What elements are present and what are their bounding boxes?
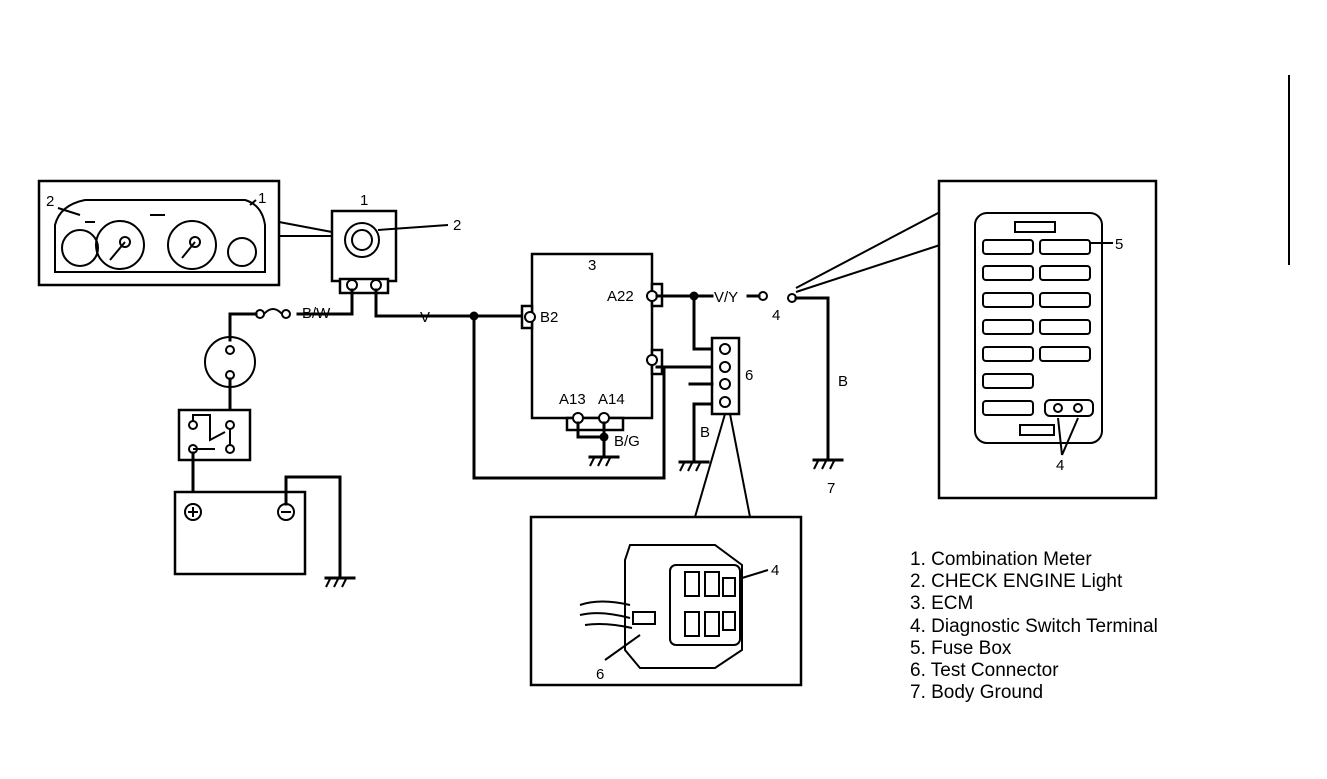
test-connector-label-6: 6	[745, 367, 753, 384]
legend-item-6: 6. Test Connector	[910, 660, 1059, 681]
socket-label-1: 1	[360, 192, 368, 209]
wire-label-bg: B/G	[614, 433, 640, 450]
wire-label-b-right: B	[838, 373, 848, 390]
connector-inset-label-4: 4	[771, 562, 779, 579]
legend-item-7: 7. Body Ground	[910, 682, 1043, 703]
body-ground-icon	[812, 458, 844, 470]
fuse-box-inset: 5 4	[937, 179, 1158, 500]
legend-item-1: 1. Combination Meter	[910, 549, 1092, 570]
test-ground-icon	[678, 460, 710, 472]
meter-inset-label-1: 1	[258, 190, 266, 207]
legend-item-3: 3. ECM	[910, 593, 973, 614]
fuse-terminal-right	[281, 309, 291, 319]
legend-item-4: 4. Diagnostic Switch Terminal	[910, 616, 1158, 637]
ecm-pin-a22: A22	[607, 288, 634, 305]
wire-b-right	[794, 296, 830, 462]
legend-item-2: 2. CHECK ENGINE Light	[910, 571, 1123, 592]
wire-label-bw: B/W	[302, 305, 331, 322]
junction-dot-bg	[599, 432, 609, 442]
wire-v	[374, 288, 531, 318]
ecm-pin-a14: A14	[598, 391, 625, 408]
meter-callout-line	[278, 221, 333, 233]
fuse-icon	[263, 308, 283, 315]
wire-bw	[296, 288, 354, 316]
legend-item-5: 5. Fuse Box	[910, 638, 1012, 659]
ecm-label-3: 3	[588, 257, 596, 274]
battery-ground-wire	[284, 475, 342, 580]
test-connector: 6	[710, 336, 753, 416]
diag-terminal-label-4: 4	[772, 307, 780, 324]
legend: 1. Combination Meter 2. CHECK ENGINE Lig…	[910, 549, 1158, 703]
wire-label-vy: V/Y	[714, 289, 738, 306]
combination-meter-inset: 2 1	[37, 179, 281, 287]
connector-inset-label-6: 6	[596, 666, 604, 683]
ground-label-7: 7	[827, 480, 835, 497]
battery-ground-icon	[324, 576, 356, 588]
test-connector-inset: 4 6	[529, 515, 803, 687]
check-engine-light-socket: 1 2	[330, 192, 461, 295]
wire-label-v: V	[420, 309, 430, 326]
fusebox-callout-line-1	[795, 211, 941, 289]
relay-box	[177, 408, 252, 462]
fusebox-callout-line-2	[795, 244, 941, 293]
ecm-pin-a13: A13	[559, 391, 586, 408]
fusebox-label-4: 4	[1056, 457, 1064, 474]
ecm-module: 3 A22 B2 A13 A14	[520, 252, 664, 432]
ecm-pin-b2: B2	[540, 309, 558, 326]
ecm-ground-icon	[588, 455, 620, 467]
fusebox-label-5: 5	[1115, 236, 1123, 253]
meter-inset-label-2: 2	[46, 193, 54, 210]
connector-callout-line-2	[729, 413, 751, 518]
connector-callout-line-1	[694, 413, 726, 518]
wire-label-b-test: B	[700, 424, 710, 441]
socket-label-2: 2	[453, 217, 461, 234]
